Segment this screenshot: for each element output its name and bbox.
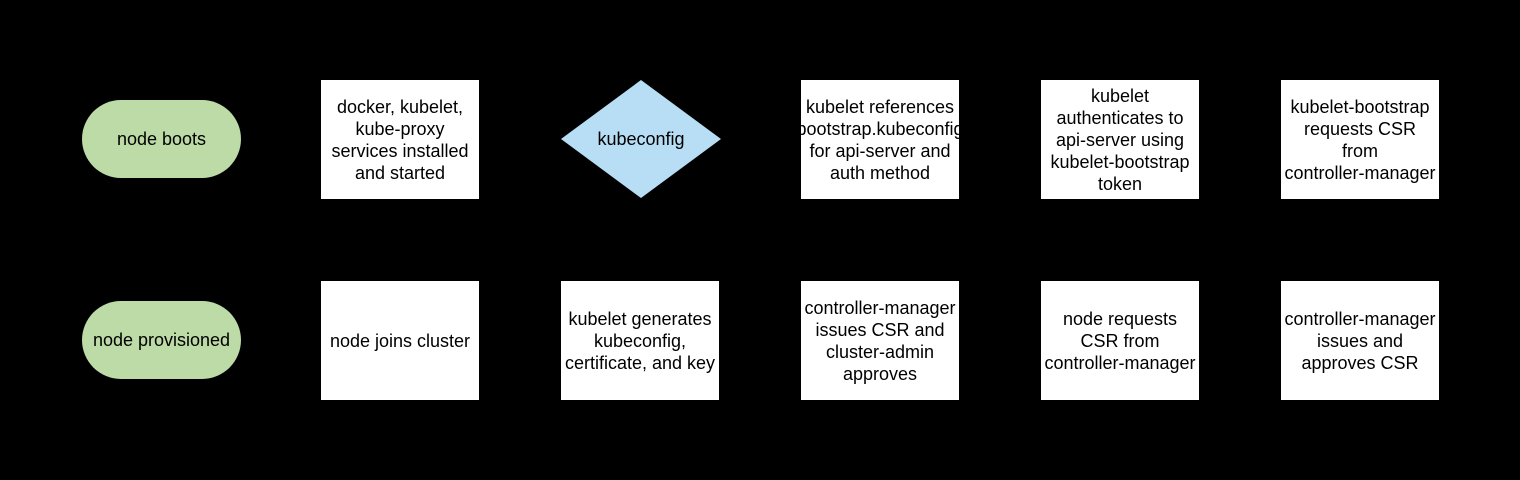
- node-label: node requests CSR from controller-manage…: [1044, 308, 1196, 373]
- process-node-joins-cluster: node joins cluster: [321, 281, 479, 400]
- terminal-node-boots: node boots: [82, 100, 241, 178]
- node-label: docker, kubelet, kube-proxy services ins…: [331, 96, 469, 183]
- process-kubelet-references-bootstrap-kubeconfig: kubelet references bootstrap.kubeconfig …: [796, 80, 964, 199]
- process-services-installed-started: docker, kubelet, kube-proxy services ins…: [321, 80, 479, 199]
- process-controller-manager-issues-csr-cluster-admin-approves: controller-manager issues CSR and cluste…: [801, 281, 959, 400]
- node-label: kubelet authenticates to api-server usin…: [1050, 85, 1190, 194]
- process-kubelet-authenticates-api-server: kubelet authenticates to api-server usin…: [1041, 80, 1199, 199]
- node-label: node joins cluster: [329, 330, 471, 351]
- node-label: controller-manager issues and approves C…: [1284, 308, 1436, 373]
- node-label: node boots: [116, 129, 207, 149]
- node-label: kubelet-bootstrap requests CSR from cont…: [1284, 96, 1436, 183]
- node-label: controller-manager issues CSR and cluste…: [804, 297, 956, 384]
- process-controller-manager-issues-approves-csr: controller-manager issues and approves C…: [1281, 281, 1439, 400]
- decision-kubeconfig: kubeconfig: [561, 80, 721, 198]
- node-label: kubelet generates kubeconfig, certificat…: [564, 308, 716, 373]
- process-kubelet-bootstrap-requests-csr: kubelet-bootstrap requests CSR from cont…: [1281, 80, 1439, 199]
- process-node-requests-csr: node requests CSR from controller-manage…: [1041, 281, 1199, 400]
- node-label: kubeconfig: [597, 129, 685, 149]
- node-label: kubelet references bootstrap.kubeconfig …: [796, 96, 964, 183]
- terminal-node-provisioned: node provisioned: [82, 301, 241, 379]
- node-label: node provisioned: [92, 330, 231, 350]
- process-kubelet-generates-kubeconfig: kubelet generates kubeconfig, certificat…: [561, 281, 719, 400]
